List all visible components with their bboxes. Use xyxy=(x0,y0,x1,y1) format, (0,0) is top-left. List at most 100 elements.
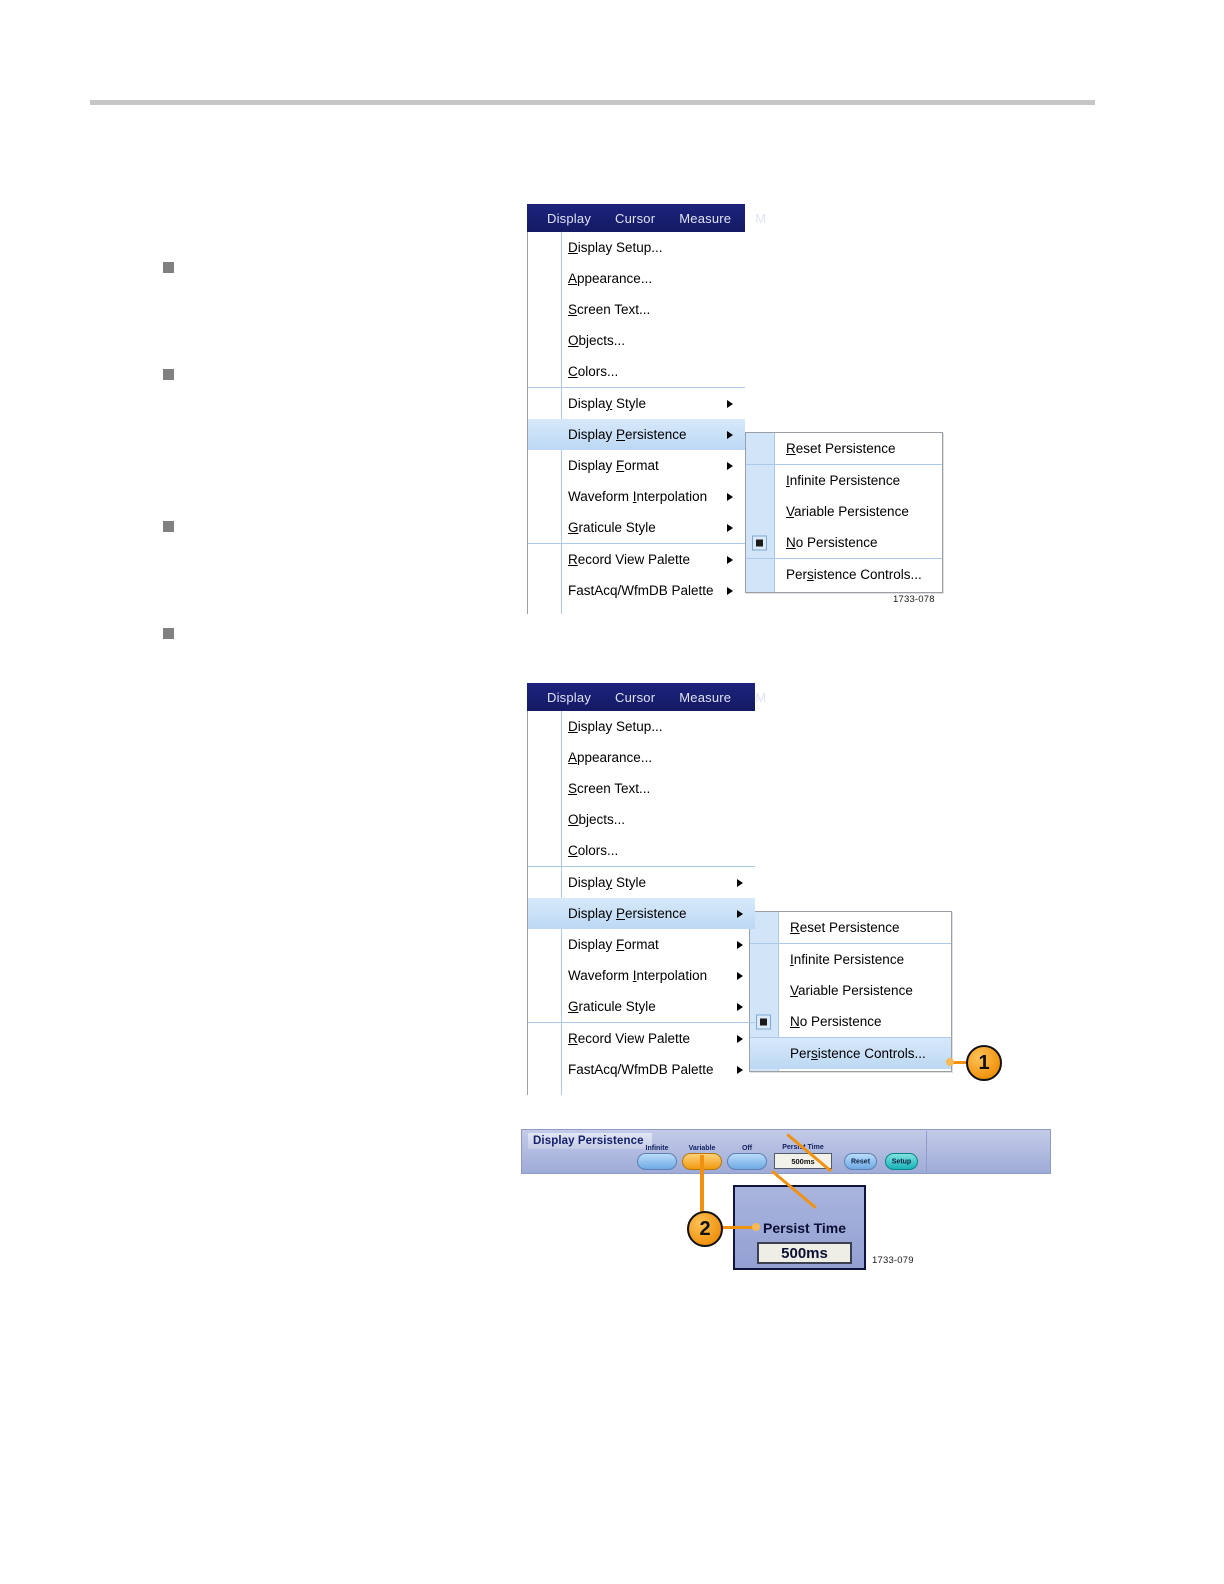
menu-item-display-format[interactable]: Display Format xyxy=(528,929,755,960)
magnifier-persist-time-value: 500ms xyxy=(757,1242,852,1264)
reset-button[interactable]: Reset xyxy=(844,1153,877,1170)
chevron-right-icon xyxy=(737,971,743,980)
menu-item-label: Appearance... xyxy=(568,271,653,286)
menu-item-label: Objects... xyxy=(568,812,626,827)
menubar-item-measure[interactable]: Measure xyxy=(679,689,732,705)
menu-item-infinite-persistence[interactable]: Infinite Persistence xyxy=(746,465,942,496)
menu-item-label: Record View Palette xyxy=(568,1031,691,1046)
menu-item-reset-persistence[interactable]: Reset Persistence xyxy=(746,433,942,464)
magnifier-persist-time-label: Persist Time xyxy=(763,1220,847,1236)
menu-item-label: No Persistence xyxy=(790,1014,882,1029)
variable-button-label: Variable xyxy=(688,1145,716,1152)
menu-item-variable-persistence[interactable]: Variable Persistence xyxy=(746,496,942,527)
chevron-right-icon xyxy=(727,399,733,408)
menu-item-label: Graticule Style xyxy=(568,999,656,1014)
menu-item-label: Display Persistence xyxy=(568,906,687,921)
menu-item-no-persistence[interactable]: No Persistence xyxy=(746,527,942,558)
menu-item-variable-persistence[interactable]: Variable Persistence xyxy=(750,975,951,1006)
menu-item-fastacq-wfmdb-palette[interactable]: FastAcq/WfmDB Palette xyxy=(528,575,745,606)
menu-item-no-persistence[interactable]: No Persistence xyxy=(750,1006,951,1037)
menu-item-reset-persistence[interactable]: Reset Persistence xyxy=(750,912,951,943)
menu-item-display-persistence[interactable]: Display Persistence xyxy=(528,419,745,450)
display-menu-dropdown-1: Display Setup... Appearance... Screen Text… xyxy=(527,232,745,614)
menu-item-display-setup[interactable]: Display Setup... xyxy=(528,711,755,742)
menu-item-colors[interactable]: Colors... xyxy=(528,356,745,387)
radio-selected-icon xyxy=(752,535,767,550)
menu-item-display-format[interactable]: Display Format xyxy=(528,450,745,481)
callout-1-anchor-dot xyxy=(946,1058,954,1066)
callout-2-anchor-dot xyxy=(752,1223,760,1231)
chevron-right-icon xyxy=(727,523,733,532)
menu-separator xyxy=(750,1037,951,1038)
menu-item-record-view-palette[interactable]: Record View Palette xyxy=(528,544,745,575)
menu-item-label: Record View Palette xyxy=(568,552,691,567)
menu-item-screen-text[interactable]: Screen Text... xyxy=(528,294,745,325)
menubar-item-math[interactable]: M xyxy=(755,689,767,705)
menu-item-label: Appearance... xyxy=(568,750,653,765)
figure-persistence-controls-menu: Display Cursor Measure M Display Setup..… xyxy=(527,683,957,1095)
menu-item-record-view-palette[interactable]: Record View Palette xyxy=(528,1023,755,1054)
menu-item-objects[interactable]: Objects... xyxy=(528,804,755,835)
menubar-item-cursor[interactable]: Cursor xyxy=(615,689,656,705)
chevron-right-icon xyxy=(737,1034,743,1043)
menu-item-label: Colors... xyxy=(568,843,619,858)
menu-item-display-style[interactable]: Display Style xyxy=(528,867,755,898)
figure-display-persistence-menu: Display Cursor Measure M Display Setup..… xyxy=(527,204,947,614)
off-button[interactable] xyxy=(727,1153,767,1170)
menu-item-objects[interactable]: Objects... xyxy=(528,325,745,356)
menu-item-display-setup[interactable]: Display Setup... xyxy=(528,232,745,263)
menu-item-graticule-style[interactable]: Graticule Style xyxy=(528,991,755,1022)
callout-2-leader xyxy=(722,1226,756,1229)
menu-item-infinite-persistence[interactable]: Infinite Persistence xyxy=(750,944,951,975)
menu-item-label: Variable Persistence xyxy=(790,983,913,998)
chevron-right-icon xyxy=(737,940,743,949)
chevron-right-icon xyxy=(727,555,733,564)
chevron-right-icon xyxy=(737,1002,743,1011)
menu-item-graticule-style[interactable]: Graticule Style xyxy=(528,512,745,543)
scope-menubar-1: Display Cursor Measure M xyxy=(527,204,766,232)
menu-item-persistence-controls[interactable]: Persistence Controls... xyxy=(750,1038,951,1069)
callout-badge-1: 1 xyxy=(966,1045,1002,1081)
menu-item-fastacq-wfmdb-palette[interactable]: FastAcq/WfmDB Palette xyxy=(528,1054,755,1085)
menu-item-display-persistence[interactable]: Display Persistence xyxy=(528,898,755,929)
menu-item-label: Display Persistence xyxy=(568,427,687,442)
menubar-item-measure[interactable]: Measure xyxy=(679,210,732,226)
menu-item-label: Display Format xyxy=(568,458,659,473)
menu-item-screen-text[interactable]: Screen Text... xyxy=(528,773,755,804)
menu-item-label: Screen Text... xyxy=(568,302,651,317)
bullet-marker-2 xyxy=(163,369,174,380)
control-bar-divider xyxy=(926,1131,927,1172)
menu-item-label: Persistence Controls... xyxy=(786,567,922,582)
callout-badge-2: 2 xyxy=(687,1211,723,1247)
menu-item-waveform-interpolation[interactable]: Waveform Interpolation xyxy=(528,481,745,512)
menubar-item-cursor[interactable]: Cursor xyxy=(615,210,656,226)
menu-item-appearance[interactable]: Appearance... xyxy=(528,742,755,773)
menu-item-persistence-controls[interactable]: Persistence Controls... xyxy=(746,559,942,590)
menu-item-waveform-interpolation[interactable]: Waveform Interpolation xyxy=(528,960,755,991)
callout-2-leader-vertical xyxy=(700,1155,704,1215)
menubar-item-display[interactable]: Display xyxy=(547,210,592,226)
menubar-item-display[interactable]: Display xyxy=(547,689,592,705)
bullet-marker-3 xyxy=(163,521,174,532)
menu-item-colors[interactable]: Colors... xyxy=(528,835,755,866)
display-persistence-control-bar: Display Persistence Infinite Variable Of… xyxy=(521,1129,1051,1174)
menu-item-list-1: Display Setup... Appearance... Screen Text… xyxy=(528,232,745,606)
menu-item-display-style[interactable]: Display Style xyxy=(528,388,745,419)
menu-item-label: Infinite Persistence xyxy=(790,952,905,967)
reset-button-label: Reset xyxy=(850,1158,871,1165)
page-header-rule xyxy=(90,100,1095,105)
chevron-right-icon xyxy=(727,492,733,501)
menubar-item-math[interactable]: M xyxy=(755,210,767,226)
figure-id-2: 1733-079 xyxy=(872,1255,914,1266)
infinite-button[interactable] xyxy=(637,1153,677,1170)
menu-separator xyxy=(750,943,951,944)
menu-item-label: Screen Text... xyxy=(568,781,651,796)
menu-item-appearance[interactable]: Appearance... xyxy=(528,263,745,294)
bullet-marker-4 xyxy=(163,628,174,639)
menu-item-label: Variable Persistence xyxy=(786,504,909,519)
setup-button[interactable]: Setup xyxy=(885,1153,918,1170)
